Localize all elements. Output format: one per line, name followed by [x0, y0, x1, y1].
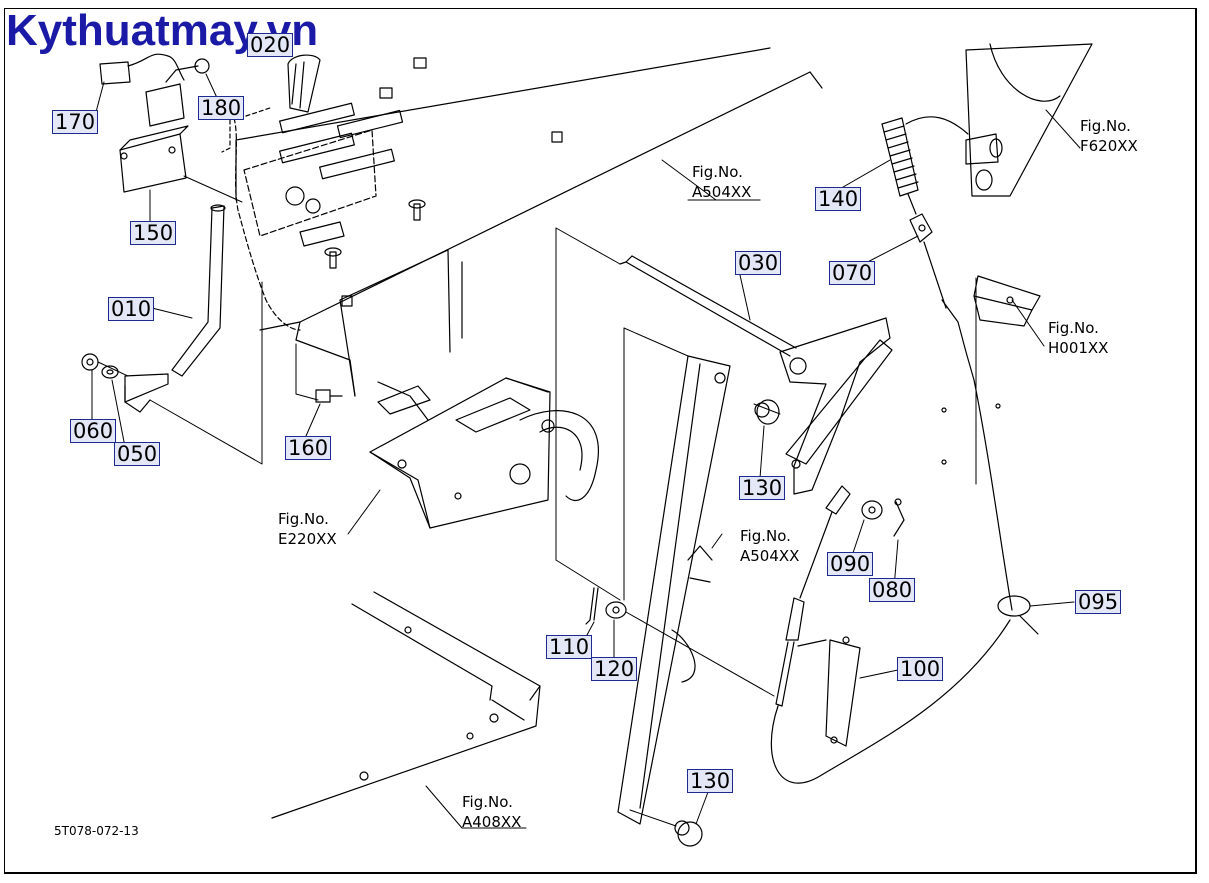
part-label-100[interactable]: 100 — [897, 657, 944, 681]
pin-110 — [585, 587, 599, 625]
part-label-120[interactable]: 120 — [591, 657, 638, 681]
fig-ref-prefix: Fig.No. — [740, 527, 791, 545]
part-label-030[interactable]: 030 — [735, 251, 782, 275]
part-label-160[interactable]: 160 — [285, 436, 332, 460]
diagram-code: 5T078-072-13 — [54, 824, 139, 838]
part-label-070[interactable]: 070 — [829, 261, 876, 285]
fig-ref-prefix: Fig.No. — [692, 163, 743, 181]
part-label-050[interactable]: 050 — [114, 442, 161, 466]
fig-ref-code: F620XX — [1080, 137, 1138, 155]
spring-140 — [881, 116, 969, 215]
part-label-060[interactable]: 060 — [70, 419, 117, 443]
diagram-frame — [4, 8, 1197, 874]
fig-ref-h001[interactable]: Fig.No. H001XX — [1048, 318, 1108, 358]
handle-grip-020 — [287, 54, 321, 113]
washer-090 — [861, 500, 883, 520]
bracket-e220 — [369, 377, 599, 529]
part-label-180[interactable]: 180 — [198, 96, 245, 120]
main-frame-rail — [235, 47, 823, 397]
part-label-095[interactable]: 095 — [1075, 590, 1122, 614]
part-label-170[interactable]: 170 — [52, 110, 99, 134]
rod-030 — [555, 227, 893, 601]
bracket-f620 — [965, 43, 1093, 197]
part-label-130-bottom[interactable]: 130 — [687, 769, 734, 793]
fig-ref-code: A504XX — [740, 547, 800, 565]
part-label-150[interactable]: 150 — [130, 221, 177, 245]
fig-ref-a504-top[interactable]: Fig.No. A504XX — [692, 162, 751, 202]
fig-ref-e220[interactable]: Fig.No. E220XX — [278, 509, 337, 549]
part-label-020[interactable]: 020 — [247, 33, 294, 57]
fig-ref-code: A408XX — [462, 813, 522, 831]
cable-100 — [770, 485, 1011, 784]
lever-010 — [124, 107, 271, 465]
slotted-plate — [243, 102, 404, 247]
part-label-130-top[interactable]: 130 — [739, 476, 786, 500]
bracket-h001 — [941, 275, 1041, 485]
part-label-090[interactable]: 090 — [827, 552, 874, 576]
pin-080 — [893, 498, 905, 537]
fig-ref-prefix: Fig.No. — [1048, 319, 1099, 337]
washer-050 — [101, 365, 119, 379]
part-label-140[interactable]: 140 — [815, 187, 862, 211]
fig-ref-prefix: Fig.No. — [1080, 117, 1131, 135]
switch-assembly — [99, 53, 301, 331]
bolt-160 — [295, 343, 343, 403]
fig-ref-code: E220XX — [278, 530, 337, 548]
part-label-010[interactable]: 010 — [108, 297, 155, 321]
bolt-130-bottom — [629, 809, 703, 847]
bolt-060 — [81, 353, 129, 377]
fig-ref-prefix: Fig.No. — [462, 793, 513, 811]
side-frame-a504 — [617, 327, 731, 825]
fig-ref-a408[interactable]: Fig.No. A408XX — [462, 792, 521, 832]
link-070 — [909, 213, 1013, 611]
fig-ref-code: H001XX — [1048, 339, 1109, 357]
fig-ref-prefix: Fig.No. — [278, 510, 329, 528]
fig-ref-a504-side[interactable]: Fig.No. A504XX — [740, 526, 799, 566]
bolt-130-top — [753, 399, 781, 425]
washer-120 — [605, 601, 775, 697]
fig-ref-f620[interactable]: Fig.No. F620XX — [1080, 116, 1138, 156]
rail-bolts — [324, 57, 563, 307]
lower-frame-a408 — [271, 591, 541, 819]
part-label-110[interactable]: 110 — [546, 635, 593, 659]
fig-ref-code: A504XX — [692, 183, 752, 201]
part-label-080[interactable]: 080 — [869, 578, 916, 602]
